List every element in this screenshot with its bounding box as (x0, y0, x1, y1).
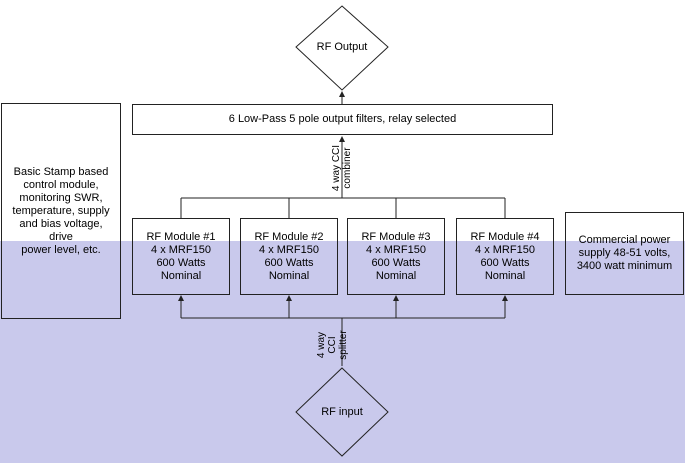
power-supply-line: 3400 watt minimum (576, 260, 673, 272)
control-module-line: control module, (23, 178, 99, 191)
rf-output-diamond (295, 5, 389, 91)
output-filters-box: 6 Low-Pass 5 pole output filters, relay … (132, 104, 553, 135)
control-module-line: temperature, supply (12, 204, 110, 217)
rf-module-box-1: RF Module #1 4 x MRF150 600 Watts Nomina… (132, 218, 230, 295)
rf-module-box-3: RF Module #3 4 x MRF150 600 Watts Nomina… (347, 218, 445, 295)
rf-module-power: 600 Watts (480, 256, 530, 269)
power-supply-box: Commercial power supply 48-51 volts, 340… (565, 212, 684, 295)
rf-module-title: RF Module #1 (146, 230, 216, 243)
splitter-label-line1: 4 way (316, 331, 327, 359)
rf-module-title: RF Module #3 (361, 230, 431, 243)
control-module-line: power level, etc. (21, 243, 101, 256)
rf-module-transistors: 4 x MRF150 (366, 243, 426, 256)
rf-module-power: 600 Watts (371, 256, 421, 269)
control-module-line: and bias voltage, drive (19, 217, 103, 243)
splitter-label-line3: splitter (338, 330, 349, 360)
rf-module-transistors: 4 x MRF150 (475, 243, 535, 256)
splitter-label-line2: CCI (327, 336, 338, 354)
rf-module-power: 600 Watts (264, 256, 314, 269)
power-supply-line: supply 48-51 volts, (578, 247, 671, 259)
rf-module-rating: Nominal (160, 269, 202, 282)
rf-module-title: RF Module #2 (254, 230, 324, 243)
rf-module-rating: Nominal (268, 269, 310, 282)
combiner-label-line1: 4 way CCI (331, 144, 342, 192)
rf-module-box-2: RF Module #2 4 x MRF150 600 Watts Nomina… (240, 218, 338, 295)
rf-output-label: RF Output (316, 41, 368, 53)
control-module-line: Basic Stamp based (13, 165, 109, 178)
rf-module-rating: Nominal (484, 269, 526, 282)
rf-module-transistors: 4 x MRF150 (151, 243, 211, 256)
combiner-label-line2: combiner (342, 147, 353, 189)
rf-module-box-4: RF Module #4 4 x MRF150 600 Watts Nomina… (456, 218, 554, 295)
rf-module-transistors: 4 x MRF150 (259, 243, 319, 256)
rf-module-power: 600 Watts (156, 256, 206, 269)
control-module-box: Basic Stamp based control module, monito… (1, 103, 121, 319)
rf-module-rating: Nominal (375, 269, 417, 282)
combiner-label: 4 way CCI combiner (331, 139, 355, 197)
rf-module-title: RF Module #4 (470, 230, 540, 243)
rf-input-diamond (295, 367, 389, 457)
rf-input-label: RF input (321, 406, 363, 418)
control-module-line: monitoring SWR, (19, 191, 103, 204)
power-supply-line: Commercial power (578, 234, 671, 246)
output-filters-label: 6 Low-Pass 5 pole output filters, relay … (228, 113, 457, 125)
splitter-label: 4 way CCI splitter (316, 320, 352, 370)
